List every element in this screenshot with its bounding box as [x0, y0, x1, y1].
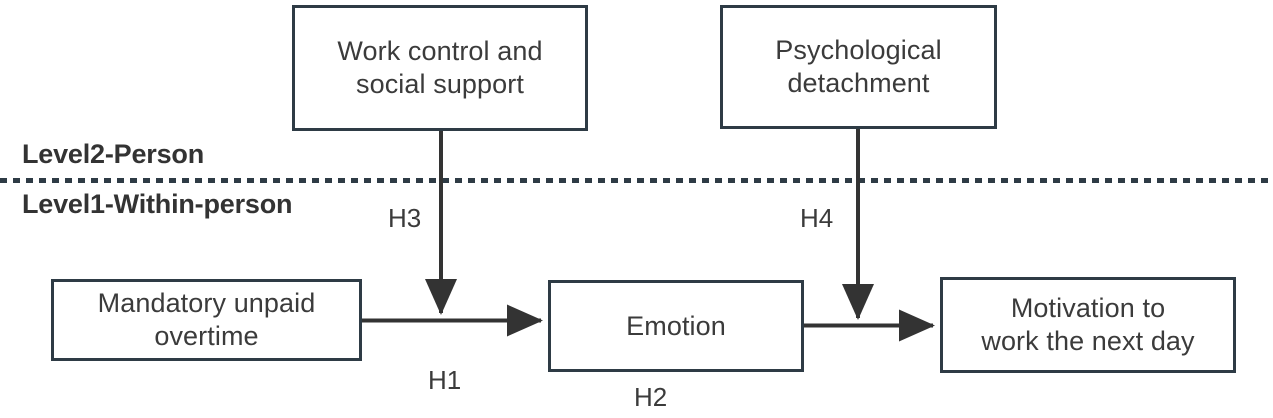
node-label: Mandatory unpaid overtime — [97, 288, 316, 351]
node-mandatory-unpaid-overtime[interactable]: Mandatory unpaid overtime — [51, 279, 362, 361]
node-label: Motivation to work the next day — [981, 293, 1195, 356]
node-emotion[interactable]: Emotion — [548, 280, 804, 372]
node-label: Work control and social support — [337, 36, 543, 99]
node-motivation-to-work-the-next-day[interactable]: Motivation to work the next day — [940, 277, 1236, 373]
node-label: Psychological detachment — [775, 35, 942, 98]
hypothesis-label-h3: H3 — [388, 203, 422, 233]
level-label-level1-within-person: Level1-Within-person — [22, 189, 293, 219]
node-psychological-detachment[interactable]: Psychological detachment — [720, 5, 997, 129]
node-work-control-and-social-support[interactable]: Work control and social support — [292, 5, 588, 131]
hypothesis-label-h2: H2 — [634, 382, 668, 412]
node-label: Emotion — [626, 310, 726, 341]
hypothesis-label-h1: H1 — [428, 365, 462, 395]
level-label-level2-person: Level2-Person — [22, 139, 204, 169]
hypothesis-label-h4: H4 — [800, 203, 834, 233]
